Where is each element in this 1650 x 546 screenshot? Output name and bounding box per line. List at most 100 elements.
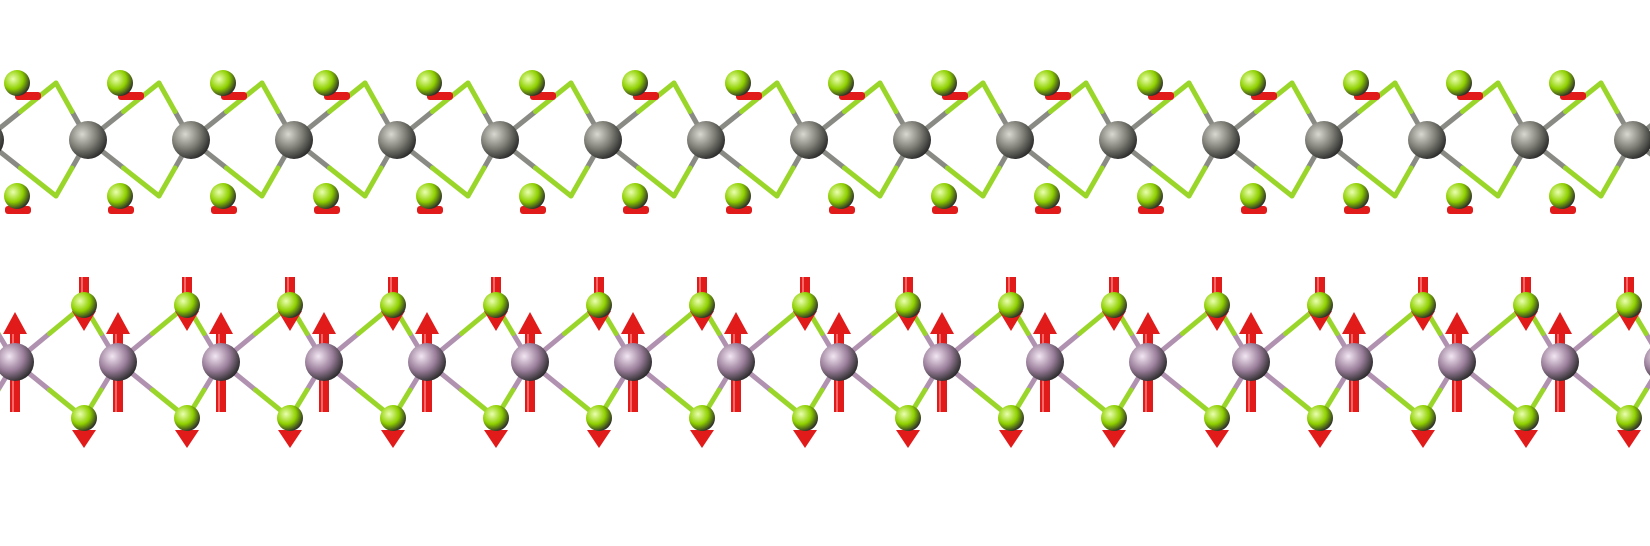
halide-atom	[895, 292, 921, 318]
halide-atom	[1549, 70, 1575, 96]
halide-atom	[1446, 70, 1472, 96]
arrow-cap	[108, 206, 134, 214]
halide-atom	[1307, 405, 1333, 431]
metal-atom	[69, 121, 107, 159]
halide-atom	[519, 183, 545, 209]
metal-atom	[1335, 343, 1373, 381]
halide-atom	[1034, 183, 1060, 209]
halide-atom	[1446, 183, 1472, 209]
bond	[1643, 378, 1650, 393]
bond	[636, 165, 677, 199]
halide-atom	[1307, 292, 1333, 318]
metal-atom	[1511, 121, 1549, 159]
halide-atom	[174, 292, 200, 318]
metal-atom	[996, 121, 1034, 159]
bond	[1289, 80, 1311, 114]
bond	[568, 80, 590, 114]
bond	[259, 165, 281, 199]
arrow-cap	[520, 206, 546, 214]
bond	[774, 165, 796, 199]
halide-atom	[586, 405, 612, 431]
halide-atom	[210, 183, 236, 209]
bond	[980, 165, 1002, 199]
halide-atom	[828, 183, 854, 209]
arrow-cap	[932, 206, 958, 214]
metal-atom	[0, 128, 4, 152]
bond	[18, 165, 59, 199]
bond	[1392, 80, 1414, 114]
metal-atom	[1099, 121, 1137, 159]
metal-atom	[1202, 121, 1240, 159]
halide-atom	[998, 405, 1024, 431]
halide-atom	[828, 70, 854, 96]
arrow-cap	[623, 206, 649, 214]
bond	[156, 165, 178, 199]
bond	[430, 165, 471, 199]
bond	[1598, 165, 1620, 199]
bond	[877, 165, 899, 199]
bond	[465, 80, 487, 114]
metal-atom	[923, 343, 961, 381]
arrow-cap	[211, 206, 237, 214]
bond	[1357, 165, 1398, 199]
halide-atom	[277, 292, 303, 318]
halide-atom	[416, 183, 442, 209]
bond	[0, 109, 23, 132]
halide-atom	[1343, 70, 1369, 96]
bond	[362, 165, 384, 199]
bond	[533, 165, 574, 199]
metal-atom	[99, 343, 137, 381]
metal-atom	[1541, 343, 1579, 381]
halide-atom	[519, 70, 545, 96]
bond	[1048, 165, 1089, 199]
metal-atom	[1026, 343, 1064, 381]
halide-atom	[586, 292, 612, 318]
bond	[1460, 165, 1501, 199]
halide-atom	[4, 183, 30, 209]
bottom-chain	[0, 277, 1650, 448]
halide-atom	[107, 70, 133, 96]
metal-atom	[1438, 343, 1476, 381]
arrow-cap	[829, 206, 855, 214]
arrow-cap	[417, 206, 443, 214]
bond	[671, 80, 693, 114]
halide-atom	[1549, 183, 1575, 209]
halide-atom	[416, 70, 442, 96]
arrow-cap	[726, 206, 752, 214]
arrow-cap	[1138, 206, 1164, 214]
halide-atom	[1513, 292, 1539, 318]
halide-atom	[107, 183, 133, 209]
bond	[1083, 165, 1105, 199]
metal-atom	[202, 343, 240, 381]
bond	[842, 165, 883, 199]
bond	[1495, 80, 1517, 114]
halide-atom	[483, 405, 509, 431]
bond	[53, 80, 75, 114]
bond	[1186, 165, 1208, 199]
halide-atom	[1410, 405, 1436, 431]
halide-atom	[998, 292, 1024, 318]
arrow-cap	[5, 206, 31, 214]
halide-atom	[1240, 70, 1266, 96]
halide-atom	[792, 292, 818, 318]
halide-atom	[1513, 405, 1539, 431]
bond	[259, 80, 281, 114]
halide-atom	[1616, 292, 1642, 318]
halide-atom	[1204, 405, 1230, 431]
metal-atom	[717, 343, 755, 381]
halide-atom	[380, 405, 406, 431]
bond	[1598, 80, 1620, 114]
bond	[0, 148, 23, 171]
halide-atom	[71, 292, 97, 318]
bond	[1254, 165, 1295, 199]
metal-atom	[0, 343, 34, 381]
halide-atom	[622, 183, 648, 209]
arrow-cap	[314, 206, 340, 214]
metal-atom	[1129, 343, 1167, 381]
bond	[53, 165, 75, 199]
top-chain	[0, 70, 1650, 214]
metal-atom	[172, 121, 210, 159]
bond	[327, 165, 368, 199]
bond	[121, 165, 162, 199]
